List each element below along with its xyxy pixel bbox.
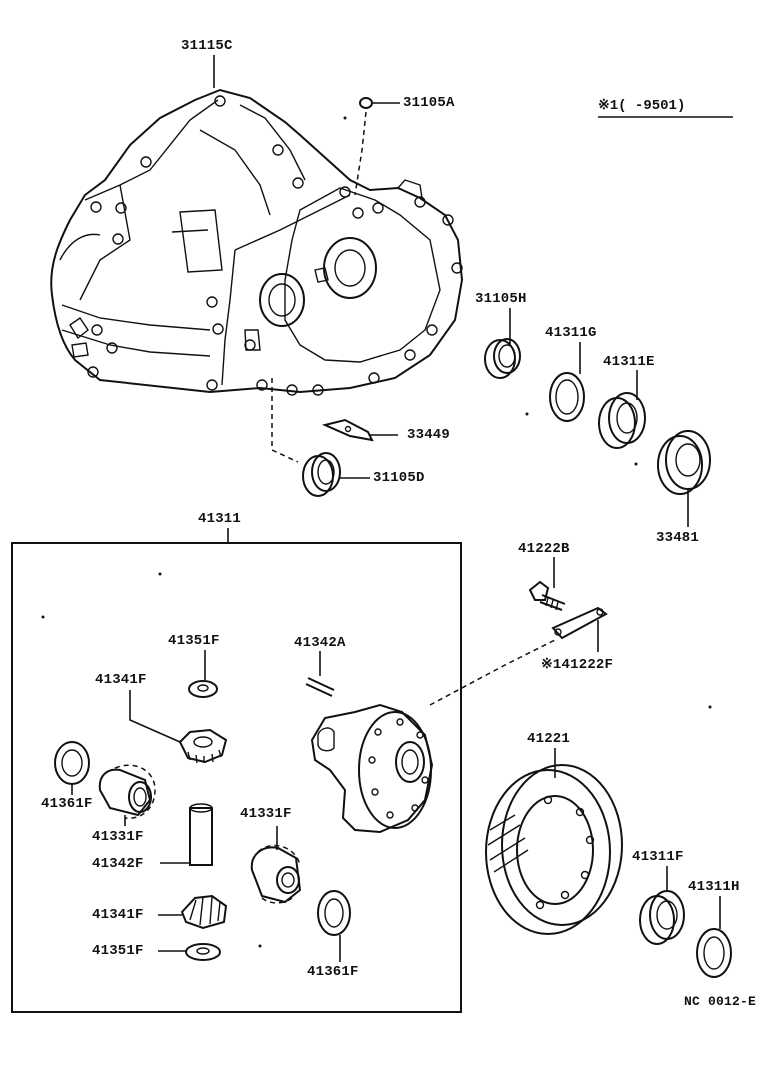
pinion-41341F-bottom-drawing (180, 894, 228, 930)
label-41311G: 41311G (545, 325, 597, 341)
label-41361F-left: 41361F (41, 796, 93, 812)
label-41222B: 41222B (518, 541, 570, 557)
seal-33481-drawing (657, 430, 711, 495)
label-33481: 33481 (656, 530, 700, 546)
label-41351F-bottom: 41351F (92, 943, 144, 959)
pin-41342A-drawing (305, 677, 335, 697)
diagram-code: NC 0012-E (684, 994, 757, 1009)
pinion-41341F-top-drawing (178, 728, 228, 764)
label-41331F-left: 41331F (92, 829, 144, 845)
transaxle-case-drawing (50, 88, 464, 396)
seal-31105H-drawing (484, 338, 521, 379)
label-33449: 33449 (407, 427, 451, 443)
label-41361F-bottom: 41361F (307, 964, 359, 980)
ring-gear-41221-drawing (485, 764, 623, 935)
side-gear-41331F-left-drawing (98, 764, 156, 819)
bearing-41311F-drawing (639, 890, 685, 945)
shaft-41342F-drawing (189, 803, 213, 866)
differential-case-drawing (310, 639, 556, 834)
label-41341F-bottom: 41341F (92, 907, 144, 923)
washer-41351F-bottom-drawing (185, 943, 221, 961)
label-41311F: 41311F (632, 849, 684, 865)
label-41311H: 41311H (688, 879, 740, 895)
lock-plate-41222F-drawing (551, 606, 608, 640)
washer-41351F-top-drawing (188, 680, 218, 698)
label-41311E: 41311E (603, 354, 655, 370)
label-41311: 41311 (198, 511, 242, 527)
label-31105A: 31105A (403, 95, 455, 111)
label-31115C: 31115C (181, 38, 233, 54)
label-141222F: ※141222F (541, 657, 614, 673)
label-31105D: 31105D (373, 470, 425, 486)
label-31105H: 31105H (475, 291, 527, 307)
label-41341F-top: 41341F (95, 672, 147, 688)
bracket-33449-drawing (321, 418, 374, 442)
washer-41361F-left-drawing (54, 741, 90, 785)
label-41342A: 41342A (294, 635, 346, 651)
bearing-41311E-drawing (598, 392, 646, 449)
label-41351F-top: 41351F (168, 633, 220, 649)
washer-41361F-bottom-drawing (317, 890, 351, 936)
label-41342F: 41342F (92, 856, 144, 872)
label-41331F-mid: 41331F (240, 806, 292, 822)
side-gear-41331F-mid-drawing (250, 844, 302, 904)
leader-lines (71, 55, 733, 962)
note-range: ※1( -9501) (598, 98, 686, 114)
shim-41311H-drawing (696, 928, 732, 978)
assembly-41311-frame (11, 542, 462, 1013)
seal-31105D-drawing (271, 378, 341, 497)
shim-41311G-drawing (549, 372, 585, 422)
plug-31105A-drawing (354, 97, 373, 196)
bolt-41222B-drawing (528, 580, 566, 611)
label-41221: 41221 (527, 731, 571, 747)
